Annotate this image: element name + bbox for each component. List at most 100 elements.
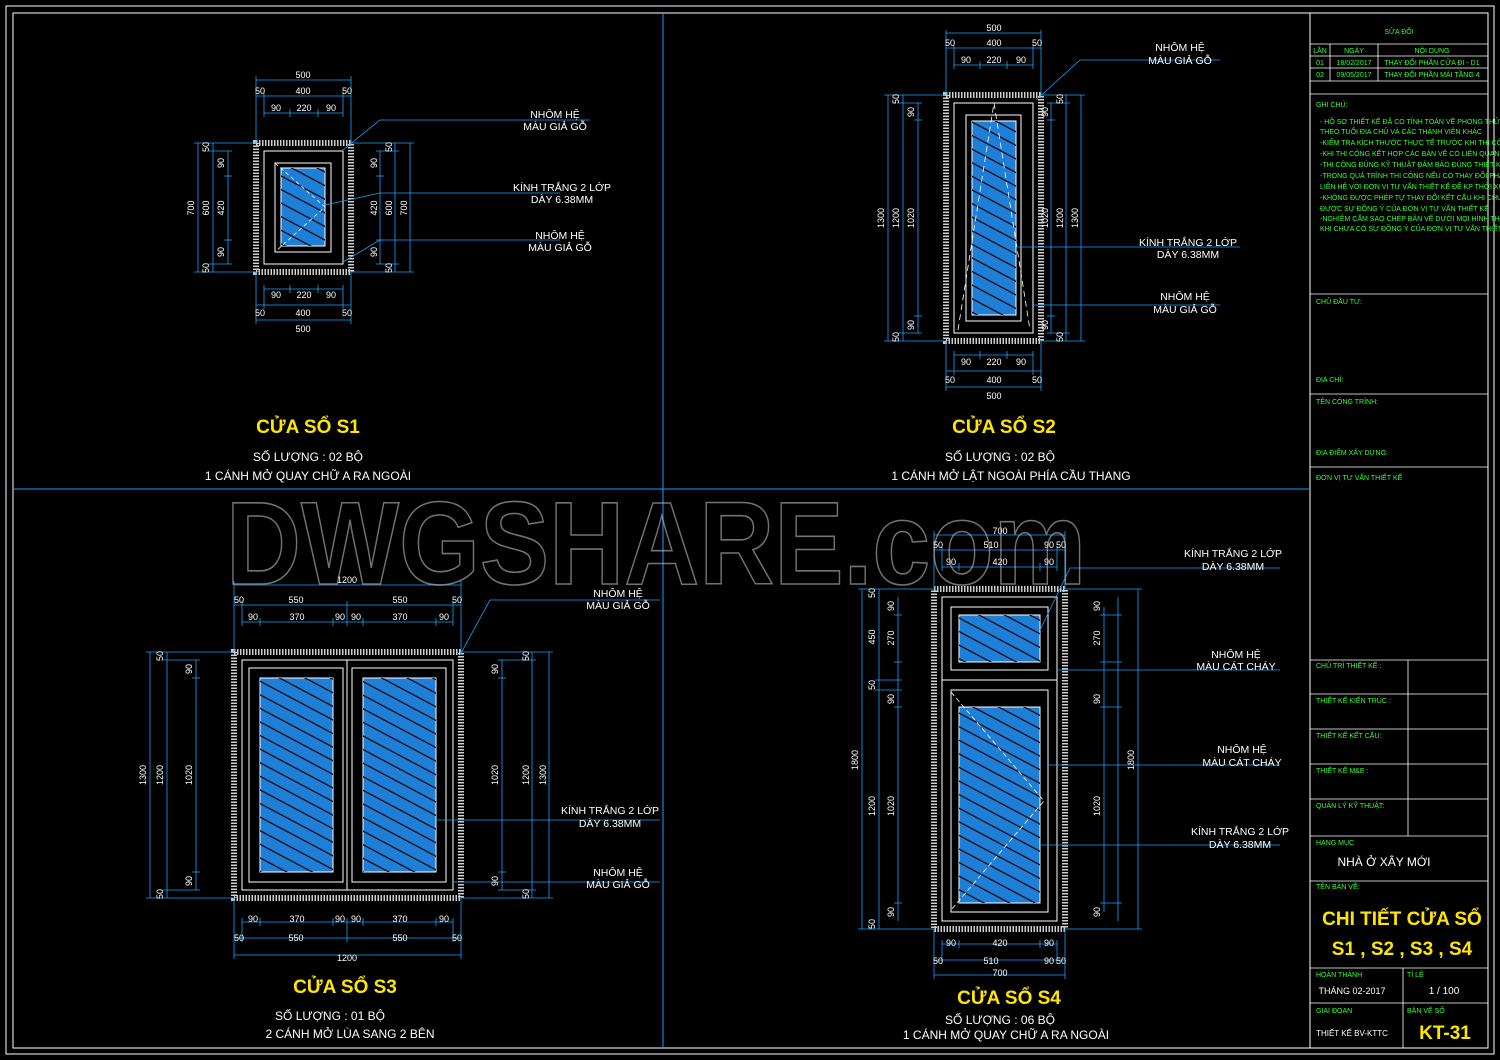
window-s2-drawing: 500 50 400 50 90 220 90 90 220 90 50 400… — [876, 23, 1240, 483]
s3-dim-right: 1020 — [490, 765, 500, 785]
s4-frame-wall — [931, 586, 1068, 932]
phase-value: THIẾT KẾ BV-KTTC — [1316, 1028, 1388, 1038]
s3-dim-right: 50 — [521, 651, 531, 661]
s4-label-glass: KÍNH TRẮNG 2 LỚP — [1191, 825, 1289, 838]
s2-dim-bottom: 90 — [1016, 357, 1026, 367]
role-label: THIẾT KẾ KIẾN TRÚC : — [1316, 695, 1391, 705]
s3-dim-bottom: 550 — [392, 933, 407, 943]
drawing-name-line-1: CHI TIẾT CỬA SỔ — [1322, 908, 1482, 930]
s1-dim-right: 50 — [384, 142, 394, 152]
s4-label-frame-mid: NHÔM HỆ — [1211, 648, 1261, 661]
rev-cell: 02 — [1316, 72, 1324, 79]
s4-dim-right: 270 — [1092, 630, 1102, 645]
s4-dim-left: 50 — [867, 588, 877, 598]
s3-sash-left — [248, 667, 344, 883]
rev-col: NGÀY — [1344, 46, 1364, 55]
s3-dim-top: 90 — [439, 612, 449, 622]
role-label: THIẾT KẾ M&E : — [1316, 765, 1368, 775]
s3-label-glass: DÀY 6.38MM — [579, 817, 641, 830]
scale-value: 1 / 100 — [1429, 986, 1460, 997]
s4-dim-left: 90 — [886, 601, 896, 611]
s3-label-frame-bottom: MÀU GIẢ GỖ — [586, 878, 650, 891]
s3-dim-top: 90 — [248, 612, 258, 622]
address-label: ĐỊA CHỈ: — [1316, 375, 1343, 384]
s1-dim-left: 90 — [216, 247, 226, 257]
s3-dim-left-overall: 1300 — [138, 765, 148, 785]
s3-dim-right: 90 — [490, 664, 500, 674]
s2-glass-hatch — [972, 121, 1016, 315]
s2-label-frame-top: MÀU GIẢ GỖ — [1148, 54, 1212, 67]
drawing-name-line-2: S1 , S2 , S3 , S4 — [1332, 939, 1473, 960]
s3-quantity: SỐ LƯỢNG : 01 BỘ — [275, 1008, 385, 1023]
note-line: -TRONG QUÁ TRÌNH THI CÔNG NẾU CÓ THAY ĐỔ… — [1320, 170, 1500, 180]
s2-dim-right: 1200 — [1055, 208, 1065, 228]
s2-dim-left: 90 — [906, 320, 916, 330]
note-line: THEO TUỔI ĐỊA CHỦ VÀ CÁC THÀNH VIÊN KHÁC — [1320, 127, 1482, 136]
s4-dim-left: 1020 — [886, 796, 896, 816]
s1-dim-right: 600 — [384, 200, 394, 215]
note-line: -KIỂM TRA KÍCH THƯỚC THỰC TẾ TRƯỚC KHI T… — [1320, 137, 1500, 147]
title-block-text: SỬA ĐỔI LẦN NGÀY NỘI DUNG 01 18/02/2017 … — [1313, 27, 1500, 1044]
s4-dim-top: 90 — [1044, 540, 1054, 550]
s4-label-glass: DÀY 6.38MM — [1209, 838, 1271, 851]
s4-dim-top: 50 — [1056, 540, 1066, 550]
s1-dim-top-overall: 500 — [295, 70, 310, 80]
s4-frame — [941, 596, 1058, 922]
s4-bottom-glass-hatch — [959, 707, 1040, 903]
s1-label-frame-bottom: NHÔM HỆ — [535, 229, 585, 242]
s4-dim-right: 90 — [1092, 601, 1102, 611]
s3-dim-bottom: 370 — [289, 914, 304, 924]
s3-dim-left: 50 — [155, 651, 165, 661]
s4-dim-right: 90 — [1092, 907, 1102, 917]
s4-label-glass-top: DÀY 6.38MM — [1202, 560, 1264, 573]
s1-title: CỬA SỔ S1 — [256, 416, 360, 438]
s4-dim-left: 450 — [867, 629, 877, 644]
s4-dim-left: 90 — [886, 694, 896, 704]
s1-dim-top: 90 — [271, 103, 281, 113]
s3-dim-bottom: 370 — [392, 914, 407, 924]
category-value: NHÀ Ở XÂY MỚI — [1337, 854, 1430, 869]
s2-dim-left: 50 — [891, 94, 901, 104]
s4-label-frame-mid: MÀU CÁT CHÁY — [1196, 660, 1275, 673]
s1-label-frame-top: MÀU GIẢ GỖ — [523, 120, 587, 133]
s3-dim-bottom: 90 — [439, 914, 449, 924]
rev-cell: 09/05/2017 — [1336, 72, 1371, 79]
s2-label-frame-bottom: MÀU GIẢ GỖ — [1153, 303, 1217, 316]
s1-dim-top: 90 — [326, 103, 336, 113]
s2-dim-top: 400 — [986, 38, 1001, 48]
s4-dim-top-overall: 700 — [992, 526, 1007, 536]
s2-dim-right: 90 — [1040, 107, 1050, 117]
s4-dim-bottom: 90 — [1044, 956, 1054, 966]
s1-label-glass: KÍNH TRẮNG 2 LỚP — [513, 181, 611, 194]
s2-dim-left: 50 — [891, 332, 901, 342]
s1-dim-bottom: 400 — [295, 308, 310, 318]
s3-dim-left: 1200 — [155, 765, 165, 785]
s1-sash — [274, 162, 332, 253]
window-s1-drawing: 500 50 400 50 90 220 90 90 220 90 50 400… — [186, 70, 611, 483]
sheet-number: KT-31 — [1419, 1023, 1471, 1044]
s2-dim-top: 50 — [945, 38, 955, 48]
rev-cell: THAY ĐỔI PHẦN MÁI TẦNG 4 — [1384, 69, 1479, 79]
s3-dim-top: 50 — [234, 595, 244, 605]
phase-label: GIAI ĐOẠN — [1316, 1008, 1352, 1015]
s2-label-frame-bottom: NHÔM HỆ — [1160, 290, 1210, 303]
s1-dim-top: 220 — [296, 103, 311, 113]
s1-frame-wall — [253, 140, 354, 275]
s3-dim-top: 370 — [392, 612, 407, 622]
s3-dim-bottom: 90 — [335, 914, 345, 924]
rev-cell: THAY ĐỔI PHẦN CỬA ĐI - D1 — [1384, 57, 1479, 67]
s4-dim-left-overall: 1800 — [850, 750, 860, 770]
s4-dim-top: 510 — [983, 540, 998, 550]
s4-dim-right: 1020 — [1092, 796, 1102, 816]
rev-cell: 18/02/2017 — [1336, 60, 1371, 67]
role-label: CHỦ TRÌ THIẾT KẾ : — [1316, 660, 1381, 670]
rev-col: NỘI DUNG — [1415, 46, 1450, 55]
s4-dim-left: 50 — [867, 680, 877, 690]
s1-dim-bottom: 90 — [271, 290, 281, 300]
s4-dim-top: 50 — [933, 540, 943, 550]
s2-dim-top: 50 — [1032, 38, 1042, 48]
s1-dim-bottom-overall: 500 — [295, 324, 310, 334]
s4-dim-top: 90 — [1044, 557, 1054, 567]
s3-dim-bottom-overall: 1200 — [337, 953, 357, 963]
